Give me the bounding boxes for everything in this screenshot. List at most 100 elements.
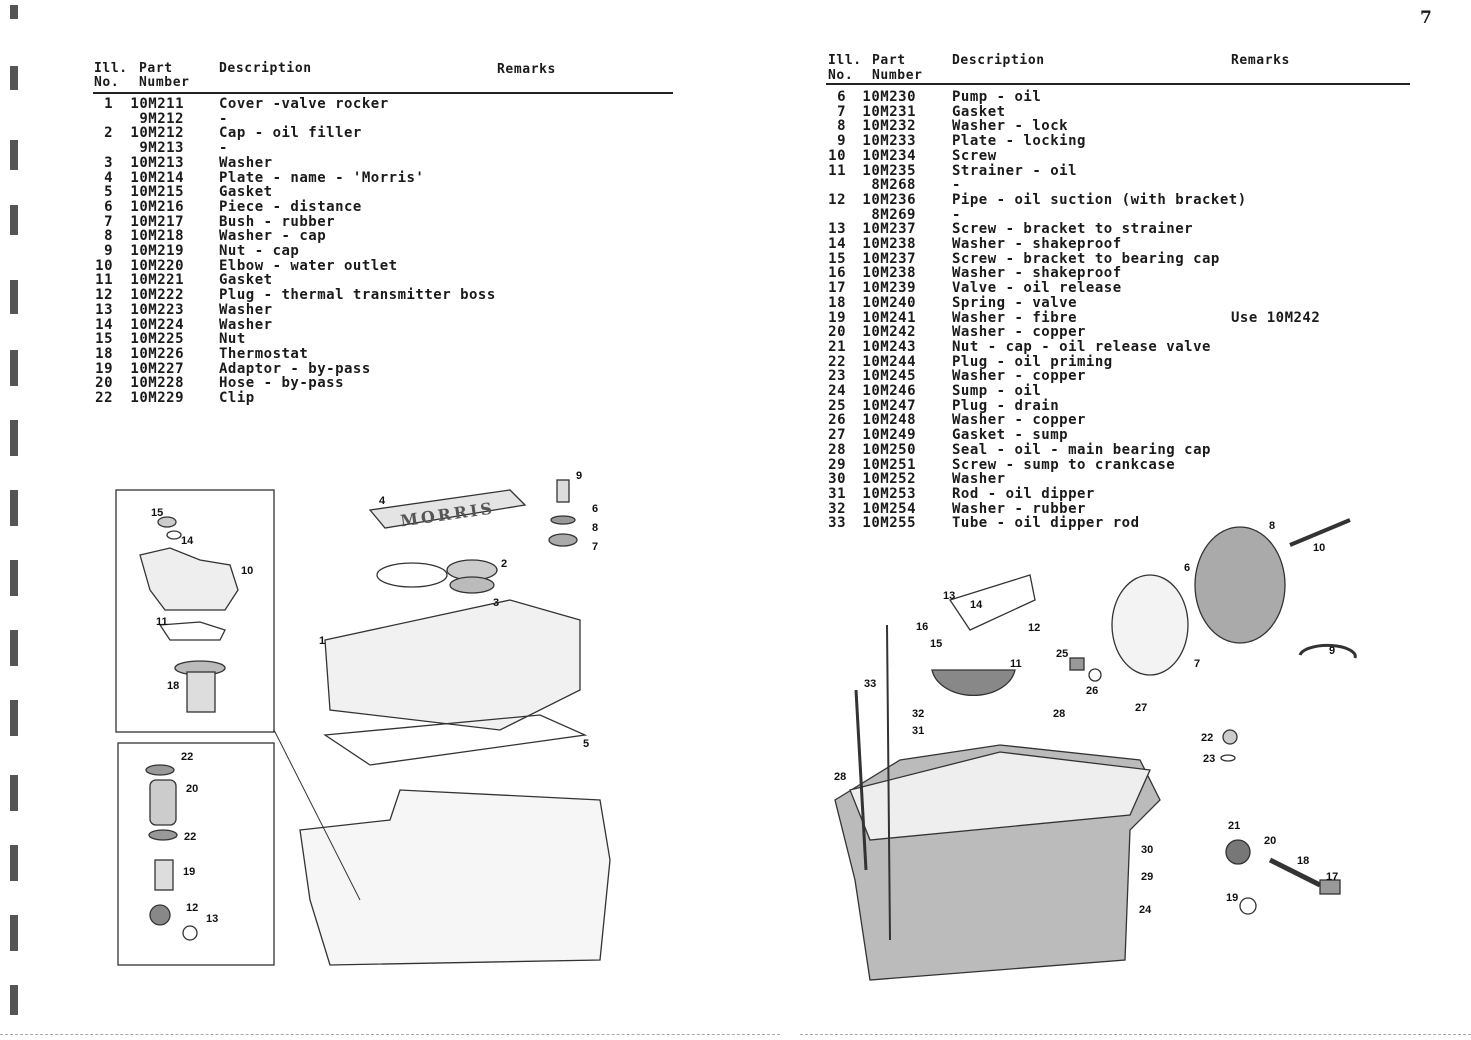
- description: Plate - locking: [952, 133, 1086, 150]
- part-number: 10M225: [130, 331, 184, 348]
- description: Clip: [219, 390, 255, 406]
- page-number: 7: [1420, 8, 1432, 28]
- part-number: 10M249: [862, 427, 916, 444]
- part-number: 10M212: [130, 125, 184, 142]
- page-edge: [800, 1034, 1471, 1035]
- description: Screw - sump to crankcase: [952, 456, 1176, 473]
- callout-number: 13: [943, 590, 955, 602]
- part-number: 8M269: [871, 206, 916, 223]
- callout-number: 22: [181, 751, 193, 763]
- callout-number: 15: [151, 507, 163, 519]
- part-number: 10M216: [130, 198, 184, 215]
- callout-number: 30: [1141, 844, 1153, 856]
- ill-no: 31: [828, 485, 846, 502]
- description: Seal - oil - main bearing cap: [952, 441, 1211, 458]
- callout-number: 10: [1313, 542, 1325, 554]
- callout-number: 7: [1194, 658, 1200, 670]
- callout-number: 7: [592, 541, 598, 553]
- ill-no: 6: [837, 89, 846, 105]
- part-number: 10M226: [130, 345, 184, 362]
- callout-number: 6: [1184, 562, 1190, 574]
- description: Gasket - sump: [952, 427, 1069, 444]
- callout-number: 18: [1297, 855, 1309, 867]
- ill-no: 21: [828, 338, 846, 355]
- part-number: 10M233: [862, 133, 916, 150]
- description: Pump - oil: [952, 89, 1042, 105]
- ill-no: 22: [95, 390, 113, 406]
- description: Bush - rubber: [219, 213, 336, 230]
- part-number: 10M238: [862, 236, 916, 252]
- description: Screw - bracket to bearing cap: [952, 250, 1220, 267]
- part-number: 9M213: [139, 140, 184, 157]
- ill-no: 7: [104, 213, 113, 230]
- ill-no: 22: [828, 353, 846, 370]
- part-number: 10M242: [862, 324, 916, 341]
- callout-number: 5: [583, 738, 589, 750]
- callout-number: 11: [1010, 658, 1022, 670]
- part-number: 10M245: [862, 368, 916, 385]
- ill-no: 4: [104, 169, 113, 186]
- ill-no: 19: [828, 309, 846, 326]
- description: Washer - copper: [952, 324, 1086, 341]
- part-number: 10M252: [862, 471, 916, 488]
- callout-number: 12: [1028, 622, 1040, 634]
- callout-number: 19: [183, 866, 195, 878]
- callout-number: 6: [592, 503, 598, 515]
- part-number: 10M250: [862, 441, 916, 458]
- part-number: 10M221: [130, 272, 184, 289]
- description: Screw - bracket to strainer: [952, 221, 1194, 238]
- ill-no: 5: [104, 184, 113, 201]
- callout-number: 3: [493, 597, 499, 609]
- part-number: 10M232: [862, 118, 916, 135]
- ill-no: 14: [95, 316, 113, 333]
- description: Valve - oil release: [952, 280, 1122, 297]
- ill-no: 1: [104, 96, 113, 112]
- left-diagram: MORRIS: [115, 479, 611, 966]
- part-number: 10M239: [862, 280, 916, 297]
- ill-no: 8: [837, 118, 846, 135]
- description: Gasket: [952, 103, 1006, 120]
- part-number: 10M229: [130, 390, 184, 406]
- part-number: 10M236: [862, 191, 916, 208]
- right-diagram: [834, 518, 1357, 981]
- description: Piece - distance: [219, 198, 362, 215]
- description: Washer - copper: [952, 412, 1086, 429]
- header-description: Description: [952, 53, 1045, 68]
- ill-no: 12: [828, 191, 846, 208]
- ill-no: 11: [828, 162, 846, 179]
- part-number: 10M254: [862, 500, 916, 517]
- callout-number: 9: [576, 470, 582, 482]
- ill-no: 28: [828, 441, 846, 458]
- ill-no: 3: [104, 154, 113, 171]
- ill-no: 30: [828, 471, 846, 488]
- ill-no: 24: [828, 383, 846, 399]
- callout-number: 22: [184, 831, 196, 843]
- description: Sump - oil: [952, 383, 1042, 399]
- ill-no: 20: [95, 375, 113, 392]
- callout-number: 22: [1201, 732, 1213, 744]
- part-number: 10M251: [862, 456, 916, 473]
- callout-number: 18: [167, 680, 179, 692]
- description: Plate - name - 'Morris': [219, 169, 425, 186]
- header-rule: [826, 83, 1410, 85]
- part-number: 10M240: [862, 294, 916, 311]
- part-number: 9M212: [139, 110, 184, 127]
- callout-number: 14: [970, 599, 983, 611]
- part-number: 10M213: [130, 154, 184, 171]
- ill-no: 19: [95, 360, 113, 377]
- ill-no: 7: [837, 103, 846, 120]
- callout-number: 25: [1056, 648, 1068, 660]
- part-number: 10M215: [130, 184, 184, 201]
- ill-no: 13: [95, 301, 113, 318]
- description: Nut - cap - oil release valve: [952, 338, 1211, 355]
- header-no: No.: [828, 68, 854, 83]
- header-rule: [93, 92, 673, 94]
- part-number: 10M246: [862, 383, 916, 399]
- header-remarks: Remarks: [497, 62, 556, 77]
- description: Pipe - oil suction (with bracket): [952, 191, 1247, 208]
- callout-number: 13: [206, 913, 218, 925]
- description: Washer: [219, 316, 273, 333]
- description: Cap - oil filler: [219, 125, 362, 142]
- description: Washer - lock: [952, 118, 1069, 135]
- callout-number: 24: [1139, 904, 1152, 916]
